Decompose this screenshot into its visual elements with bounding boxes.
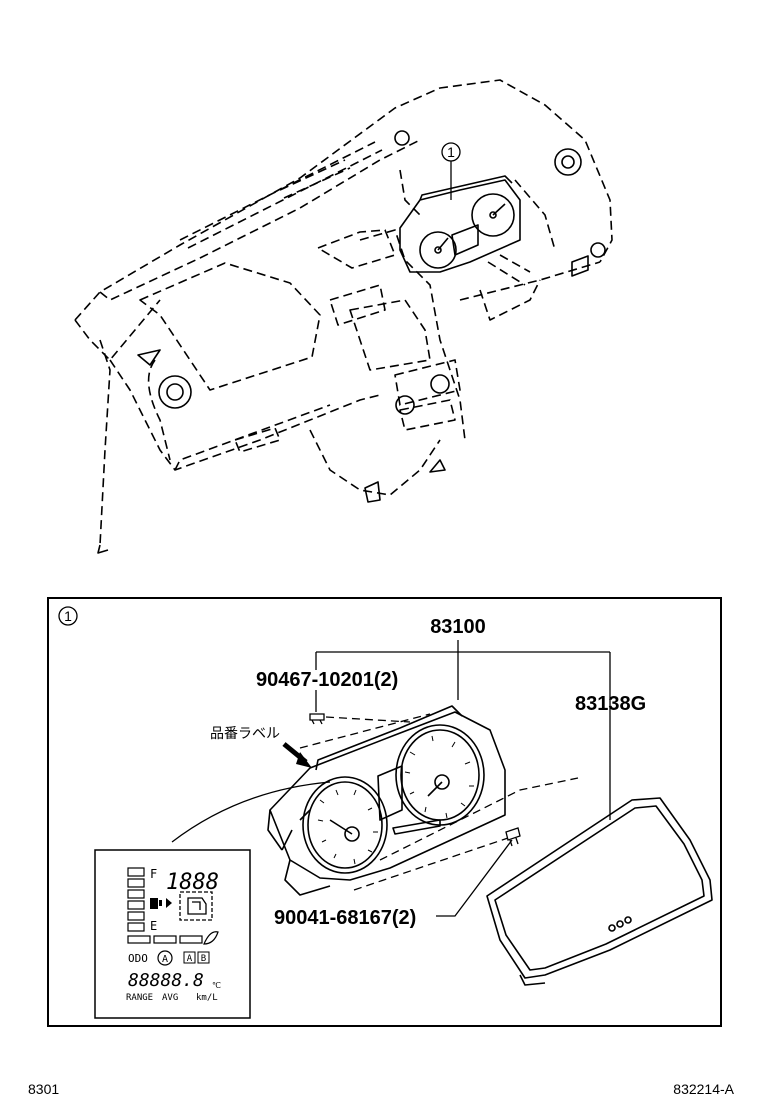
screw-bottom [505,827,521,847]
fuel-pump-icon [150,898,162,909]
callout-marker: 1 [447,144,455,160]
label-screw-bottom: 90041-68167(2) [274,907,416,929]
label-screw-top: 90467-10201(2) [256,669,398,691]
cluster-callout: 1 [441,142,461,200]
lens-83138g [486,797,713,986]
svg-text:B: B [201,954,206,964]
range-label: RANGE [126,993,153,1003]
unit-kml: km/L [196,993,218,1003]
trip-a-box [183,951,196,964]
trip-a-indicator [157,950,173,966]
detail-marker: 1 [58,606,78,626]
lcd-big-digits: 1888 [166,870,219,895]
lcd-leader-curve [171,781,331,843]
eco-bar [127,931,219,945]
cluster-in-dash [399,175,521,273]
detail-frame [47,597,722,1027]
fuel-full-label: F [150,867,157,881]
trip-b-box [197,951,210,964]
svg-text:A: A [162,954,168,965]
lcd-seg-digits: 88888.8 [128,970,204,991]
avg-label: AVG [162,993,178,1003]
footer-left-code: 8301 [28,1081,59,1097]
fuel-gauge-bars [127,867,145,932]
lcd-detail-inset: F E 1888 ODO A A B 88888.8 ℃ RANGE [94,849,251,1019]
svg-text:1: 1 [64,608,72,624]
instrument-cluster-83100 [267,705,506,896]
label-part-number-jp: 品番ラベル [210,725,280,741]
arrow-right-icon [166,898,172,908]
label-arrow [282,742,312,768]
odo-label: ODO [128,952,148,965]
unit-celsius: ℃ [212,981,221,990]
dashboard-illustration [74,79,613,554]
label-83100: 83100 [430,616,486,638]
screw-top [309,713,325,725]
leader-lines [315,640,611,917]
footer-right-code: 832214-A [673,1081,734,1097]
fuel-empty-label: E [150,919,157,933]
svg-text:A: A [187,954,193,964]
gear-position-icon [179,891,213,921]
assembly-dashes [299,713,579,891]
